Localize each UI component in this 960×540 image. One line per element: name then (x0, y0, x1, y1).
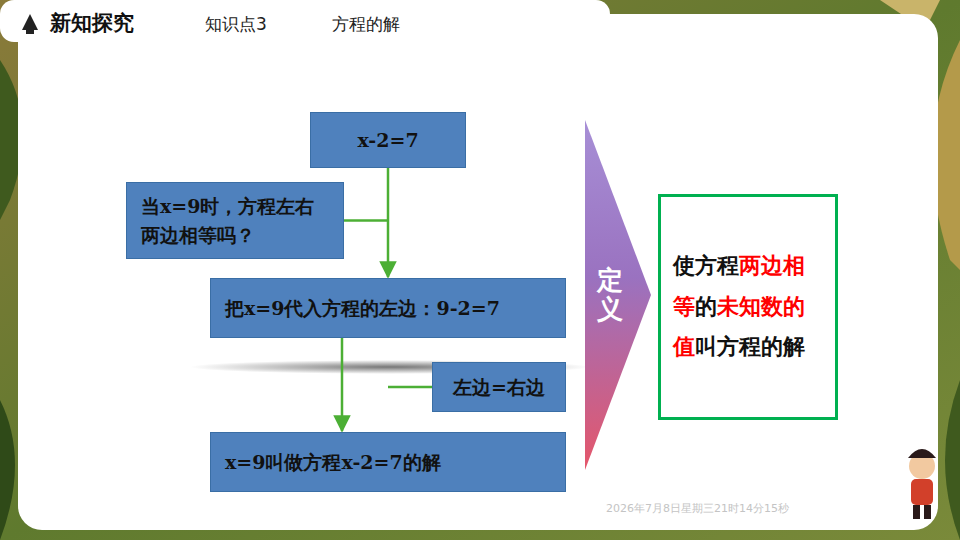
text-wrap: 把x=9代入方程的左边：9-2=7 (225, 294, 500, 323)
equation-box: x-2=7 (310, 112, 466, 168)
leader-line (388, 386, 432, 389)
text-wrap: 定义 (597, 266, 623, 323)
text-wrap: x-2=7 (357, 126, 418, 155)
node-text: 叫方程的解 (695, 334, 805, 359)
text-wrap: x=9叫做方程x-2=7的解 (225, 448, 441, 477)
chevron-outline (585, 120, 651, 470)
conclusion-box: x=9叫做方程x-2=7的解 (210, 432, 566, 492)
node-text: 定义 (597, 265, 623, 324)
node-text: x-2=7 (357, 129, 418, 151)
text-wrap: 使方程两边相等的未知数的值叫方程的解 (673, 246, 823, 368)
topic-number: 知识点3 (205, 13, 267, 36)
text-wrap: 当x=9时，方程左右两边相等吗？ (141, 192, 329, 249)
text-wrap: 左边=右边 (453, 373, 545, 402)
question-box: 当x=9时，方程左右两边相等吗？ (126, 182, 344, 259)
node-text: x=9叫做方程x-2=7的解 (225, 451, 441, 473)
definition-box: 使方程两边相等的未知数的值叫方程的解 (658, 194, 838, 420)
node-text: 左边=右边 (453, 376, 545, 398)
substitution-box: 把x=9代入方程的左边：9-2=7 (210, 278, 566, 338)
topic-title: 方程的解 (332, 13, 400, 36)
flow-arrow (387, 168, 390, 277)
node-text: 使方程 (673, 253, 739, 278)
date-watermark: 2026年7月8日星期三21时14分15秒 (606, 501, 789, 516)
leader-line (344, 219, 388, 222)
result-box: 左边=右边 (432, 362, 566, 412)
node-text: 当x=9时，方程左右两边相等吗？ (141, 195, 314, 246)
definition-chevron: 定义 (585, 120, 651, 470)
node-text: 的 (695, 294, 717, 319)
flow-arrow (341, 338, 344, 431)
section-title: 新知探究 (50, 9, 134, 37)
node-text: 把x=9代入方程的左边：9-2=7 (225, 297, 500, 319)
